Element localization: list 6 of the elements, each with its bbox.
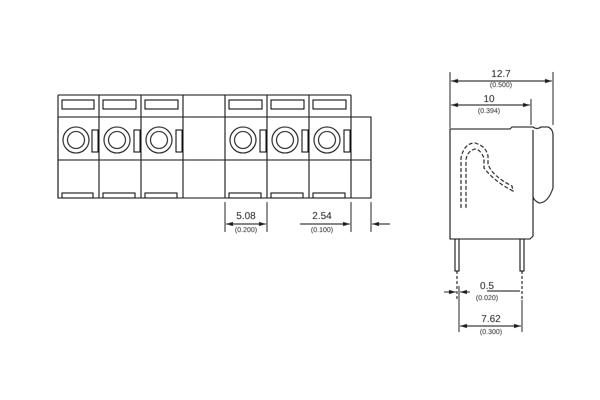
dimension-label: 12.7 (491, 70, 511, 80)
dimension-label: 10 (483, 95, 495, 105)
dimension-label: 7.62 (481, 315, 501, 325)
dimension-label: 2.54 (312, 212, 332, 222)
dimension-label: 5.08 (236, 212, 256, 222)
dimension-label: 0.5 (480, 282, 494, 292)
